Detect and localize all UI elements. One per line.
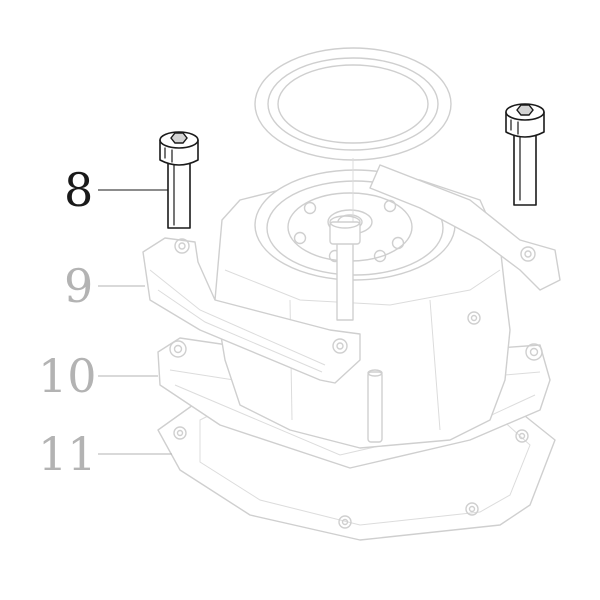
callout-8: 8 — [64, 163, 168, 217]
callout-9: 9 — [64, 259, 145, 313]
callout-number-10: 10 — [38, 349, 97, 403]
clamp-bracket — [142, 164, 561, 384]
callout-number-8: 8 — [64, 163, 93, 217]
cap-screw-right — [505, 103, 545, 206]
callout-number-9: 9 — [64, 259, 93, 313]
callout-11: 11 — [38, 427, 172, 481]
center-screw — [329, 215, 361, 321]
callout-number-11: 11 — [38, 427, 97, 481]
cap-screw-left — [159, 131, 199, 229]
callout-10: 10 — [38, 349, 158, 403]
